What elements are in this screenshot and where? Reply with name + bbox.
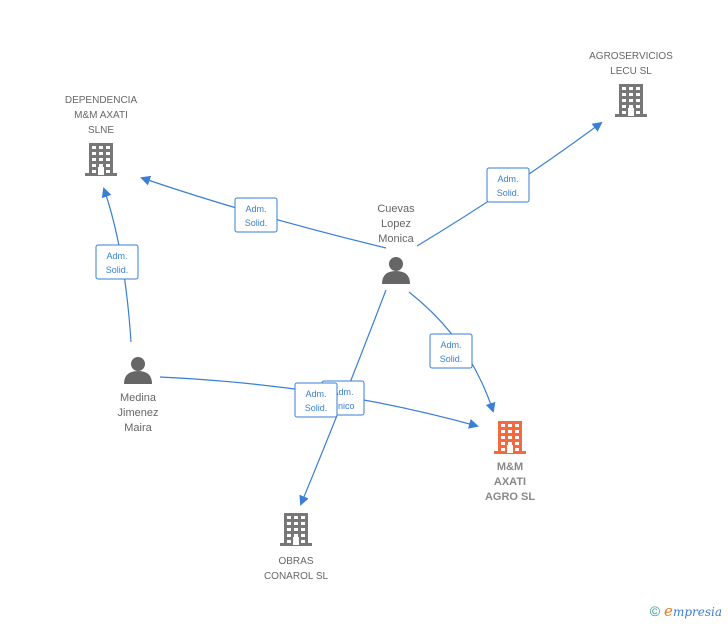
node-label: Medina xyxy=(120,392,157,404)
building-icon xyxy=(615,84,647,117)
node-label: Monica xyxy=(378,233,414,245)
building-icon xyxy=(494,421,526,454)
edge-label-text: Adm. xyxy=(305,389,326,399)
node-label: Jimenez xyxy=(118,407,159,419)
edge-label-text: Adm. xyxy=(497,174,518,184)
person-icon xyxy=(382,257,410,284)
edge-label-text: Solid. xyxy=(305,403,328,413)
node-label: M&M xyxy=(497,461,523,473)
copyright-icon: © xyxy=(649,603,661,619)
node-label: OBRAS xyxy=(278,556,313,567)
footer-brand: ©empresia xyxy=(650,602,722,620)
person-icon xyxy=(124,357,152,384)
node-label: Lopez xyxy=(381,218,411,230)
node-label: LECU SL xyxy=(610,66,652,77)
node-label: AGRO SL xyxy=(485,491,535,503)
edge-label-text: Solid. xyxy=(106,265,129,275)
edge-label-medina-to-mm_axati[interactable]: Adm. Solid. xyxy=(294,382,338,418)
edge-label-cuevas-to-dependencia[interactable]: Adm. Solid. xyxy=(234,197,278,233)
node-mm_axati[interactable]: M&M AXATI AGRO SL xyxy=(485,421,535,503)
node-label: Maira xyxy=(124,422,152,434)
edge-label-cuevas-to-agroservicios[interactable]: Adm. Solid. xyxy=(486,167,530,203)
edge-label-text: Adm. xyxy=(332,387,353,397)
node-agroservicios[interactable]: AGROSERVICIOS LECU SL xyxy=(589,51,673,117)
building-icon xyxy=(280,513,312,546)
node-label: SLNE xyxy=(88,125,114,136)
node-dependencia[interactable]: DEPENDENCIA M&M AXATI SLNE xyxy=(65,95,138,176)
edge-label-text: Solid. xyxy=(245,218,268,228)
edge-label-cuevas-to-mm_axati[interactable]: Adm. Solid. xyxy=(429,333,473,369)
node-obras[interactable]: OBRAS CONAROL SL xyxy=(264,513,329,582)
edge-label-text: Adm. xyxy=(245,204,266,214)
edge-label-medina-to-dependencia[interactable]: Adm. Solid. xyxy=(95,244,139,280)
edge-label-text: Adm. xyxy=(106,251,127,261)
node-label: Cuevas xyxy=(377,203,415,215)
brand-letter: e xyxy=(664,602,673,620)
node-label: CONAROL SL xyxy=(264,571,329,582)
node-label: AXATI xyxy=(494,476,526,488)
edge-label-text: Solid. xyxy=(440,354,463,364)
node-label: DEPENDENCIA xyxy=(65,95,138,106)
node-label: M&M AXATI xyxy=(74,110,128,121)
brand-name: mpresia xyxy=(672,605,722,619)
building-icon xyxy=(85,143,117,176)
edge-label-text: Solid. xyxy=(497,188,520,198)
edge-label-text: Unico xyxy=(331,401,354,411)
node-label: AGROSERVICIOS xyxy=(589,51,673,62)
edge-label-text: Adm. xyxy=(440,340,461,350)
